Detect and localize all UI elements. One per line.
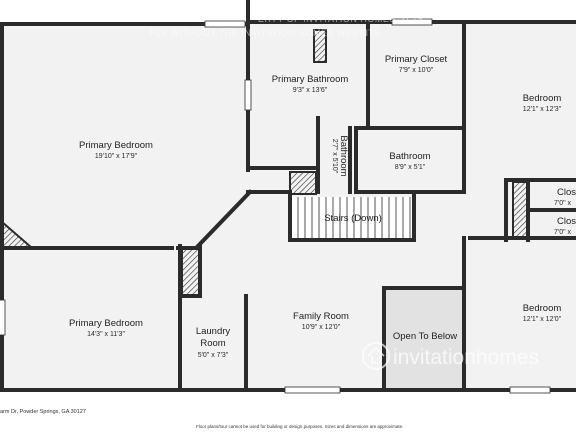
bedroom-top-name: Bedroom: [523, 93, 562, 104]
closet-b-name: Clos: [557, 216, 576, 227]
closet-b-dims: 7'0" x: [554, 229, 572, 236]
bathroom-dims: 8'9" x 5'1": [395, 164, 426, 171]
room-labels: Primary Bedroom 19'10" x 17'9" Primary B…: [69, 54, 576, 359]
watermark-line-1: ERTY OF INVITATION HOMES. IT IS: [258, 14, 423, 24]
bedroom-bottom-dims: 12'1" x 12'0": [523, 316, 562, 323]
laundry-dims: 5'0" x 7'3": [198, 352, 229, 359]
hatched-shafts: [1, 29, 528, 297]
watermark-line-2: PLY WITHOUT THE INVITATION HOMES WEBSITE: [150, 28, 381, 38]
primary-bathroom-dims: 9'3" x 13'6": [293, 87, 328, 94]
windows: [0, 18, 551, 394]
watermark-brand: invitationhomes: [393, 346, 539, 369]
primary-bedroom-2-dims: 14'3" x 11'3": [87, 331, 125, 338]
footer-address: arm Dr, Powder Springs, GA 30127: [0, 409, 86, 415]
laundry-name-line2: Room: [200, 338, 225, 349]
footer-disclaimer: Floor plans/tour cannot be used for buil…: [196, 424, 404, 429]
primary-bedroom-2-name: Primary Bedroom: [69, 318, 143, 329]
bathroom-name: Bathroom: [389, 151, 430, 162]
stair-treads: [297, 197, 411, 238]
bathroom-small-name: Bathroom: [338, 135, 349, 176]
primary-closet-name: Primary Closet: [385, 54, 448, 65]
stairs-label: Stairs (Down): [324, 213, 382, 224]
primary-bedroom-1-dims: 19'10" x 17'9": [95, 153, 138, 160]
brand-logo-icon: [362, 342, 390, 370]
watermark: ERTY OF INVITATION HOMES. IT IS PLY WITH…: [150, 14, 539, 370]
bedroom-bottom-name: Bedroom: [523, 303, 562, 314]
stairs-fill: [291, 197, 414, 238]
bedroom-top-dims: 12'1" x 12'3": [523, 106, 562, 113]
family-room-name: Family Room: [293, 311, 349, 322]
open-to-below-fill: [384, 288, 464, 390]
closet-a-name: Clos: [557, 187, 576, 198]
open-to-below-label: Open To Below: [393, 331, 457, 342]
primary-bathroom-name: Primary Bathroom: [272, 74, 349, 85]
bathroom-small-dims: 2'7" x 5'10": [331, 139, 338, 174]
closet-a-dims: 7'0" x: [554, 200, 572, 207]
primary-bedroom-1-name: Primary Bedroom: [79, 140, 153, 151]
laundry-name-line1: Laundry: [196, 326, 231, 337]
family-room-dims: 10'9" x 12'0": [302, 324, 341, 331]
primary-closet-dims: 7'9" x 10'0": [399, 67, 434, 74]
